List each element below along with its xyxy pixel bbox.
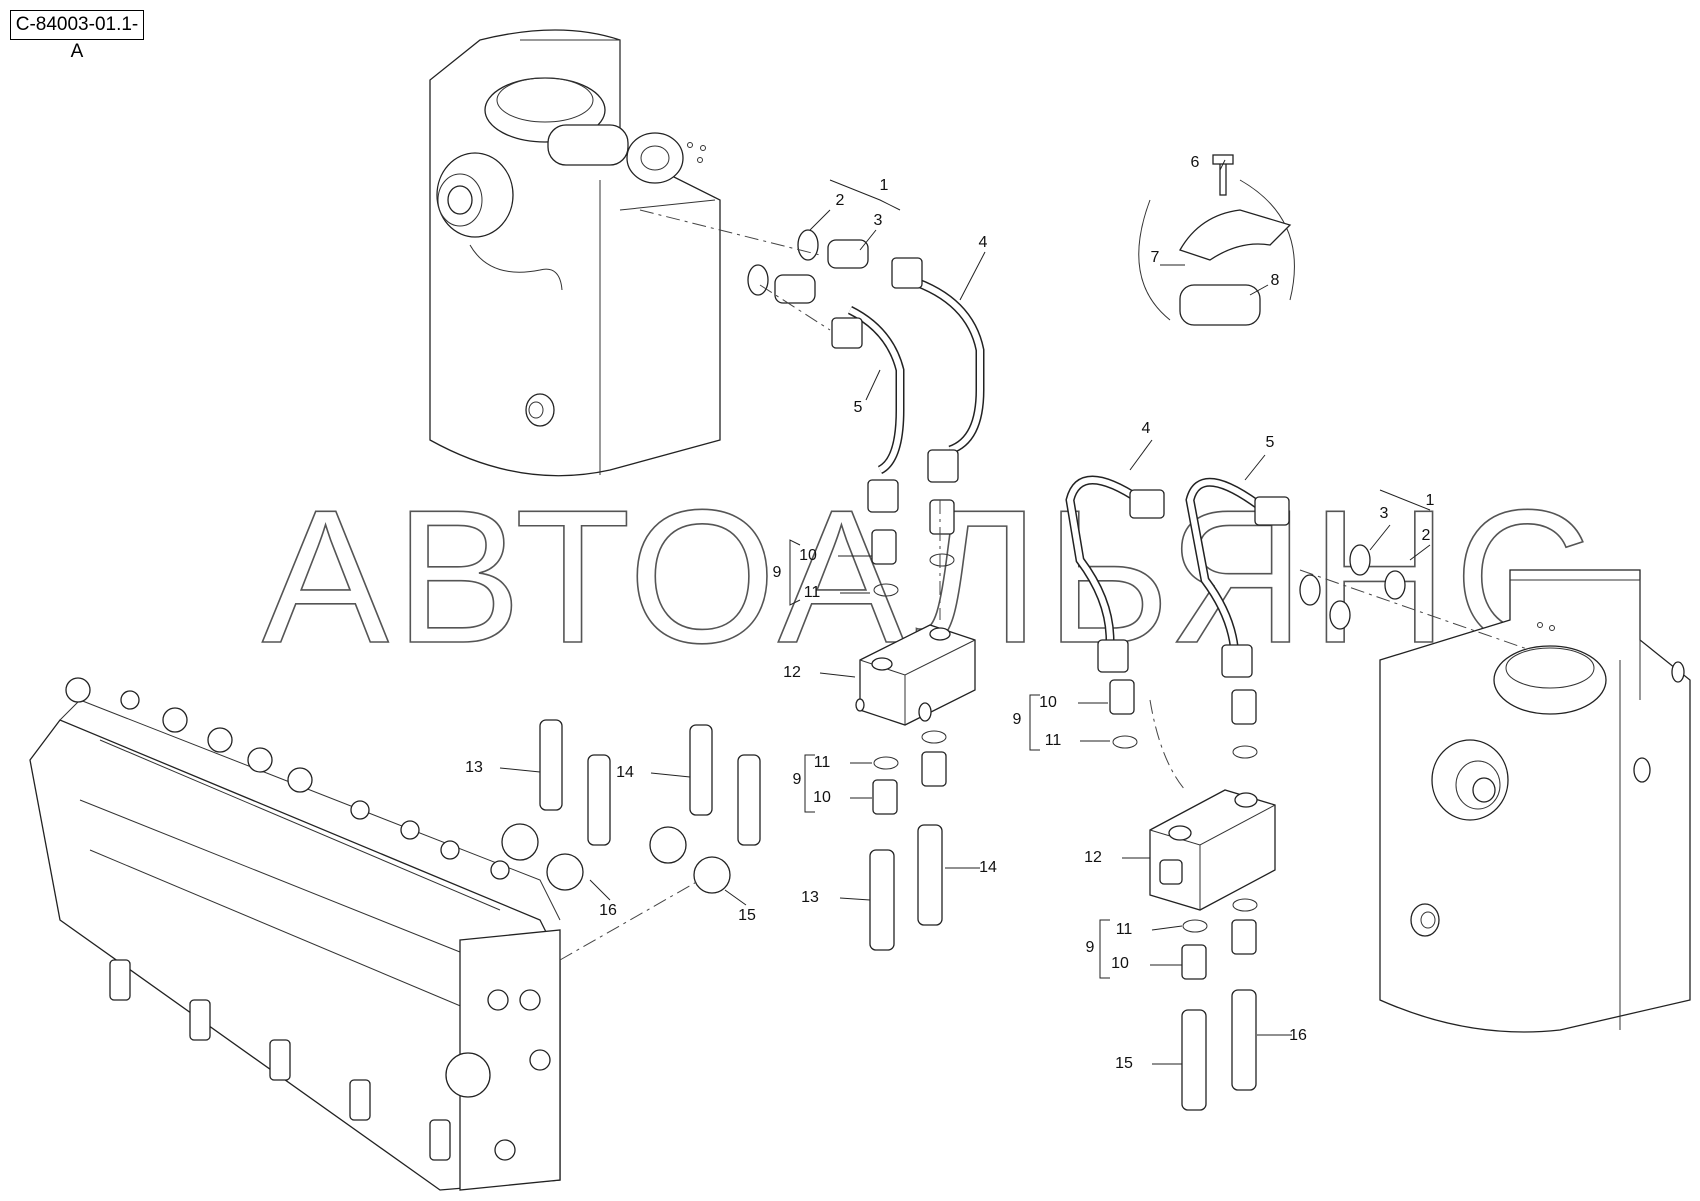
callout-c-14a: 14 <box>616 764 634 781</box>
callout-c-6: 6 <box>1191 154 1200 171</box>
callout-c-9a: 9 <box>773 564 782 581</box>
callout-c-8: 8 <box>1271 272 1280 289</box>
callout-c-9b: 9 <box>1013 711 1022 728</box>
callout-c-9c: 9 <box>793 771 802 788</box>
callout-c-1b: 1 <box>1426 492 1435 509</box>
alignment-lines <box>559 209 1531 961</box>
callout-c-3b: 3 <box>1380 505 1389 522</box>
callout-c-16b: 16 <box>1289 1027 1307 1044</box>
upper-bracket-housing <box>429 29 721 477</box>
callout-c-11a: 11 <box>804 584 821 601</box>
callout-c-15a: 15 <box>738 907 756 924</box>
callout-c-16a: 16 <box>599 902 617 919</box>
callout-c-11b: 11 <box>1045 732 1062 749</box>
upper-fittings <box>747 229 869 304</box>
callout-c-15b: 15 <box>1115 1055 1133 1072</box>
callout-c-10c: 10 <box>813 789 831 806</box>
callout-c-4b: 4 <box>1142 420 1151 437</box>
clamp-detail <box>1138 154 1295 326</box>
callout-c-10a: 10 <box>799 547 817 564</box>
right-bracket-housing <box>1379 569 1691 1033</box>
callout-c-12a: 12 <box>783 664 801 681</box>
drawing-code-box: C-84003-01.1-A <box>10 10 144 62</box>
hose-ends <box>501 719 1257 1111</box>
callout-c-2b: 2 <box>1422 527 1431 544</box>
callout-c-7: 7 <box>1151 249 1160 266</box>
fittings-10-11 <box>871 499 1258 980</box>
callout-c-3a: 3 <box>874 212 883 229</box>
callout-c-5b: 5 <box>1266 434 1275 451</box>
callout-c-11c: 11 <box>814 754 831 771</box>
callout-c-10b: 10 <box>1039 694 1057 711</box>
callout-c-11d: 11 <box>1116 921 1133 938</box>
valve-block-lower <box>1149 789 1276 911</box>
callout-c-4a: 4 <box>979 234 988 251</box>
leaders <box>499 159 1431 1065</box>
callout-c-9d: 9 <box>1086 939 1095 956</box>
callout-c-1a: 1 <box>880 177 889 194</box>
callout-c-14b: 14 <box>979 859 997 876</box>
callout-c-5a: 5 <box>854 399 863 416</box>
upper-pipes <box>831 257 985 513</box>
callout-c-13b: 13 <box>801 889 819 906</box>
callout-c-12b: 12 <box>1084 849 1102 866</box>
callout-c-10d: 10 <box>1111 955 1129 972</box>
valve-block-upper <box>855 624 976 726</box>
callout-c-2a: 2 <box>836 192 845 209</box>
right-pipes <box>1065 475 1406 678</box>
callout-c-13a: 13 <box>465 759 483 776</box>
drawing-code: C-84003-01.1-A <box>15 14 139 62</box>
control-valve-block <box>29 677 561 1191</box>
